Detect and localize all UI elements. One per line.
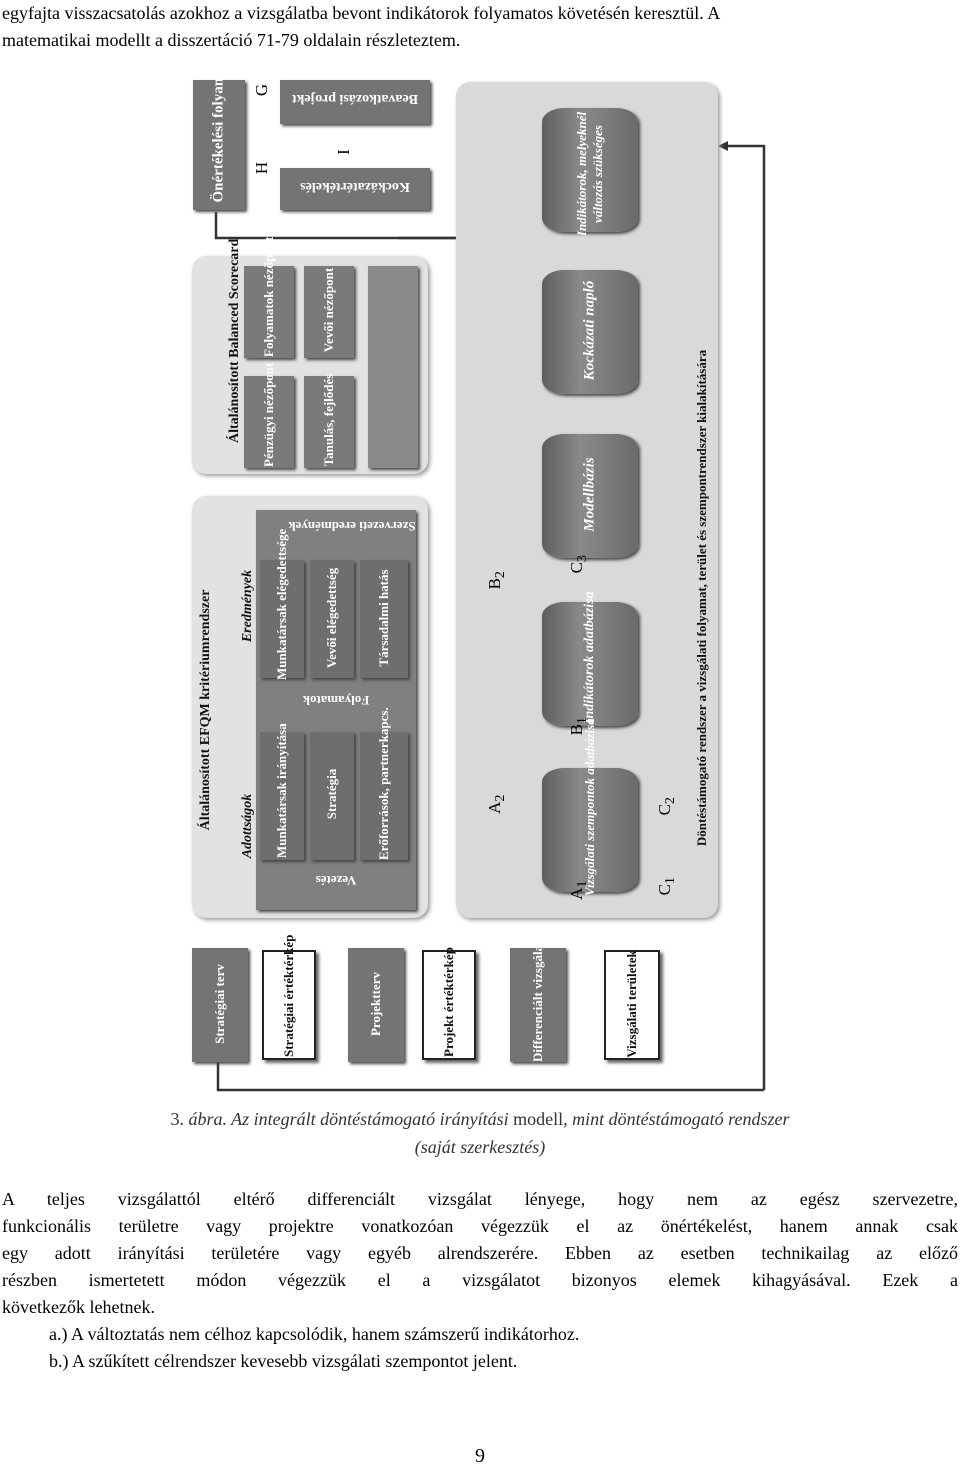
out-project-map: Projekt értéktérkép xyxy=(422,947,476,1060)
db-indicators-change: Indikátorok, melyeknél változás szüksége… xyxy=(542,108,638,236)
label-a1-sub: 1 xyxy=(574,880,591,888)
out-strategic-map: Stratégiai értéktérkép xyxy=(262,934,316,1060)
db-indicators-label: Indikátorok adatbázisa xyxy=(582,591,597,724)
efqm-society-label: Társadalmi hatás xyxy=(376,569,391,667)
efqm-title: Általánosított EFQM kritériumrendszer xyxy=(198,589,213,831)
label-a2-sub: 2 xyxy=(492,794,509,802)
label-b2: B2 xyxy=(485,565,509,595)
efqm-org-results-label: Szervezeti eredmények xyxy=(288,519,416,534)
label-a1-letter: A xyxy=(566,887,586,900)
dss-title: Döntéstámogató rendszer a vizsgálati fol… xyxy=(694,349,709,847)
bsc-process: Folyamatok nézőpont xyxy=(244,236,294,358)
body-line-2: funkcionális területre vagy projektre vo… xyxy=(2,1216,958,1236)
label-c3-letter: C xyxy=(566,562,586,574)
db-indicators: Indikátorok adatbázisa xyxy=(542,591,638,726)
label-b1-letter: B xyxy=(566,724,586,736)
bsc-process-label: Folyamatok nézőpont xyxy=(261,236,276,357)
body-line-3: egy adott irányítási területére vagy egy… xyxy=(2,1243,958,1263)
efqm-processes-label: Folyamatok xyxy=(302,693,370,708)
label-a2: A2 xyxy=(485,789,509,819)
db-criteria: Vizsgálati szempontok adatbázisa xyxy=(542,718,638,896)
bsc-customer: Vevői nézőpont xyxy=(304,266,354,358)
figure-caption-line2: (saját szerkesztés) xyxy=(414,1137,546,1157)
improvement-project-label: Beavatkozási projekt xyxy=(291,91,419,106)
letter-g: G xyxy=(252,83,271,97)
label-b2-sub: 2 xyxy=(492,570,509,579)
efqm-people-mgmt-label: Munkatársak irányítása xyxy=(274,723,289,858)
label-c1-sub: 1 xyxy=(662,876,679,885)
label-c2-sub: 2 xyxy=(662,796,679,805)
intro-line-2: matematikai modellt a disszertáció 71-79… xyxy=(2,30,461,50)
out-project-plan: Projektterv xyxy=(348,948,404,1062)
db-risk-log-label: Kockázati napló xyxy=(581,280,598,381)
db-model-base-label: Modellbázis xyxy=(581,457,598,532)
out-strategic-plan-label: Stratégiai terv xyxy=(212,964,227,1044)
self-assessment-label: Önértékelési folyamat xyxy=(210,61,227,203)
bsc-learning: Tanulás, fejlődés xyxy=(304,373,354,468)
risk-assessment-label: Kockázatértékelés xyxy=(300,179,410,194)
efqm-strategy-label: Stratégia xyxy=(324,768,339,820)
caption-prefix: 3. xyxy=(170,1109,189,1129)
efqm-resources: Erőforrások, partnerkapcs. xyxy=(360,707,408,860)
efqm-customer-sat: Vevői elégedettség xyxy=(310,560,354,678)
out-review-areas-label: Vizsgálati területek xyxy=(624,950,639,1058)
list-item-a: a.) A változtatás nem célhoz kapcsolódik… xyxy=(49,1324,580,1344)
out-diff-review: Differenciált vizsgálat xyxy=(510,940,566,1062)
label-b1: B1 xyxy=(567,711,591,741)
label-a2-letter: A xyxy=(484,801,504,814)
label-c2-letter: C xyxy=(654,804,674,816)
decision-support-diagram: Önértékelési folyamat Beavatkozási proje… xyxy=(188,61,772,1092)
out-project-plan-label: Projektterv xyxy=(368,972,383,1037)
out-diff-review-label: Differenciált vizsgálat xyxy=(530,940,545,1062)
caption-title-a: Az integrált döntéstámogató irányítási xyxy=(227,1109,514,1129)
out-strategic-map-label: Stratégiai értéktérkép xyxy=(281,934,296,1057)
risk-assessment-box: Kockázatértékelés xyxy=(280,168,430,210)
body-line-5: következők lehetnek. xyxy=(2,1297,155,1317)
efqm-results: Eredmények xyxy=(240,569,255,643)
letter-h: H xyxy=(252,161,271,175)
label-c3-sub: 3 xyxy=(574,554,591,563)
letter-i: I xyxy=(334,149,353,155)
label-c1: C1 xyxy=(655,871,679,901)
efqm-people-sat: Munkatársak elégedettsége xyxy=(260,529,304,680)
out-review-areas: Vizsgálati területek xyxy=(604,950,660,1060)
bsc-financial-label: Pénzügyi nézőpont xyxy=(261,362,276,467)
db-indicators-change-label: Indikátorok, melyeknél változás szüksége… xyxy=(574,111,605,237)
label-c1-letter: C xyxy=(654,884,674,896)
efqm-resources-label: Erőforrások, partnerkapcs. xyxy=(376,707,391,860)
page-number: 9 xyxy=(475,1445,485,1467)
caption-title-c: , mint döntéstámogató rendszer xyxy=(563,1109,790,1129)
intro-line-1: egyfajta visszacsatolás azokhoz a vizsgá… xyxy=(2,3,721,23)
label-b2-letter: B xyxy=(484,578,504,590)
caption-abra: ábra. xyxy=(188,1109,227,1129)
improvement-project-box: Beavatkozási projekt xyxy=(280,80,430,124)
list-item-b: b.) A szűkített célrendszer kevesebb viz… xyxy=(49,1351,518,1371)
bsc-title: Általánosított Balanced Scorecard xyxy=(227,238,242,443)
efqm-strategy: Stratégia xyxy=(310,732,354,860)
db-risk-log: Kockázati napló xyxy=(542,270,638,394)
body-line-4: részben ismertetett módon végezzük el a … xyxy=(2,1270,958,1290)
out-strategic-plan: Stratégiai terv xyxy=(192,948,248,1062)
out-project-map-label: Projekt értéktérkép xyxy=(441,947,456,1057)
bsc-customer-label: Vevői nézőpont xyxy=(321,267,336,353)
self-assessment-box: Önértékelési folyamat xyxy=(193,61,245,210)
label-c2: C2 xyxy=(655,791,679,821)
bsc-learning-label: Tanulás, fejlődés xyxy=(321,373,336,467)
bsc-empty xyxy=(368,266,418,468)
efqm-enablers: Adottságok xyxy=(240,793,255,859)
efqm-people-mgmt: Munkatársak irányítása xyxy=(260,723,304,860)
label-c3: C3 xyxy=(567,549,591,579)
figure-caption: 3. ábra. Az integrált döntéstámogató irá… xyxy=(0,1106,960,1133)
efqm-society: Társadalmi hatás xyxy=(360,560,408,678)
bsc-financial: Pénzügyi nézőpont xyxy=(244,362,294,468)
label-a1: A1 xyxy=(567,875,591,905)
efqm-leadership-label: Vezetés xyxy=(315,873,357,888)
efqm-customer-sat-label: Vevői elégedettség xyxy=(324,567,339,669)
label-b1-sub: 1 xyxy=(574,716,591,725)
caption-title-b: modell xyxy=(513,1109,564,1129)
efqm-people-sat-label: Munkatársak elégedettsége xyxy=(274,528,289,680)
db-model-base: Modellbázis xyxy=(542,434,638,558)
body-line-1: A teljes vizsgálattól eltérő differenciá… xyxy=(2,1189,958,1209)
